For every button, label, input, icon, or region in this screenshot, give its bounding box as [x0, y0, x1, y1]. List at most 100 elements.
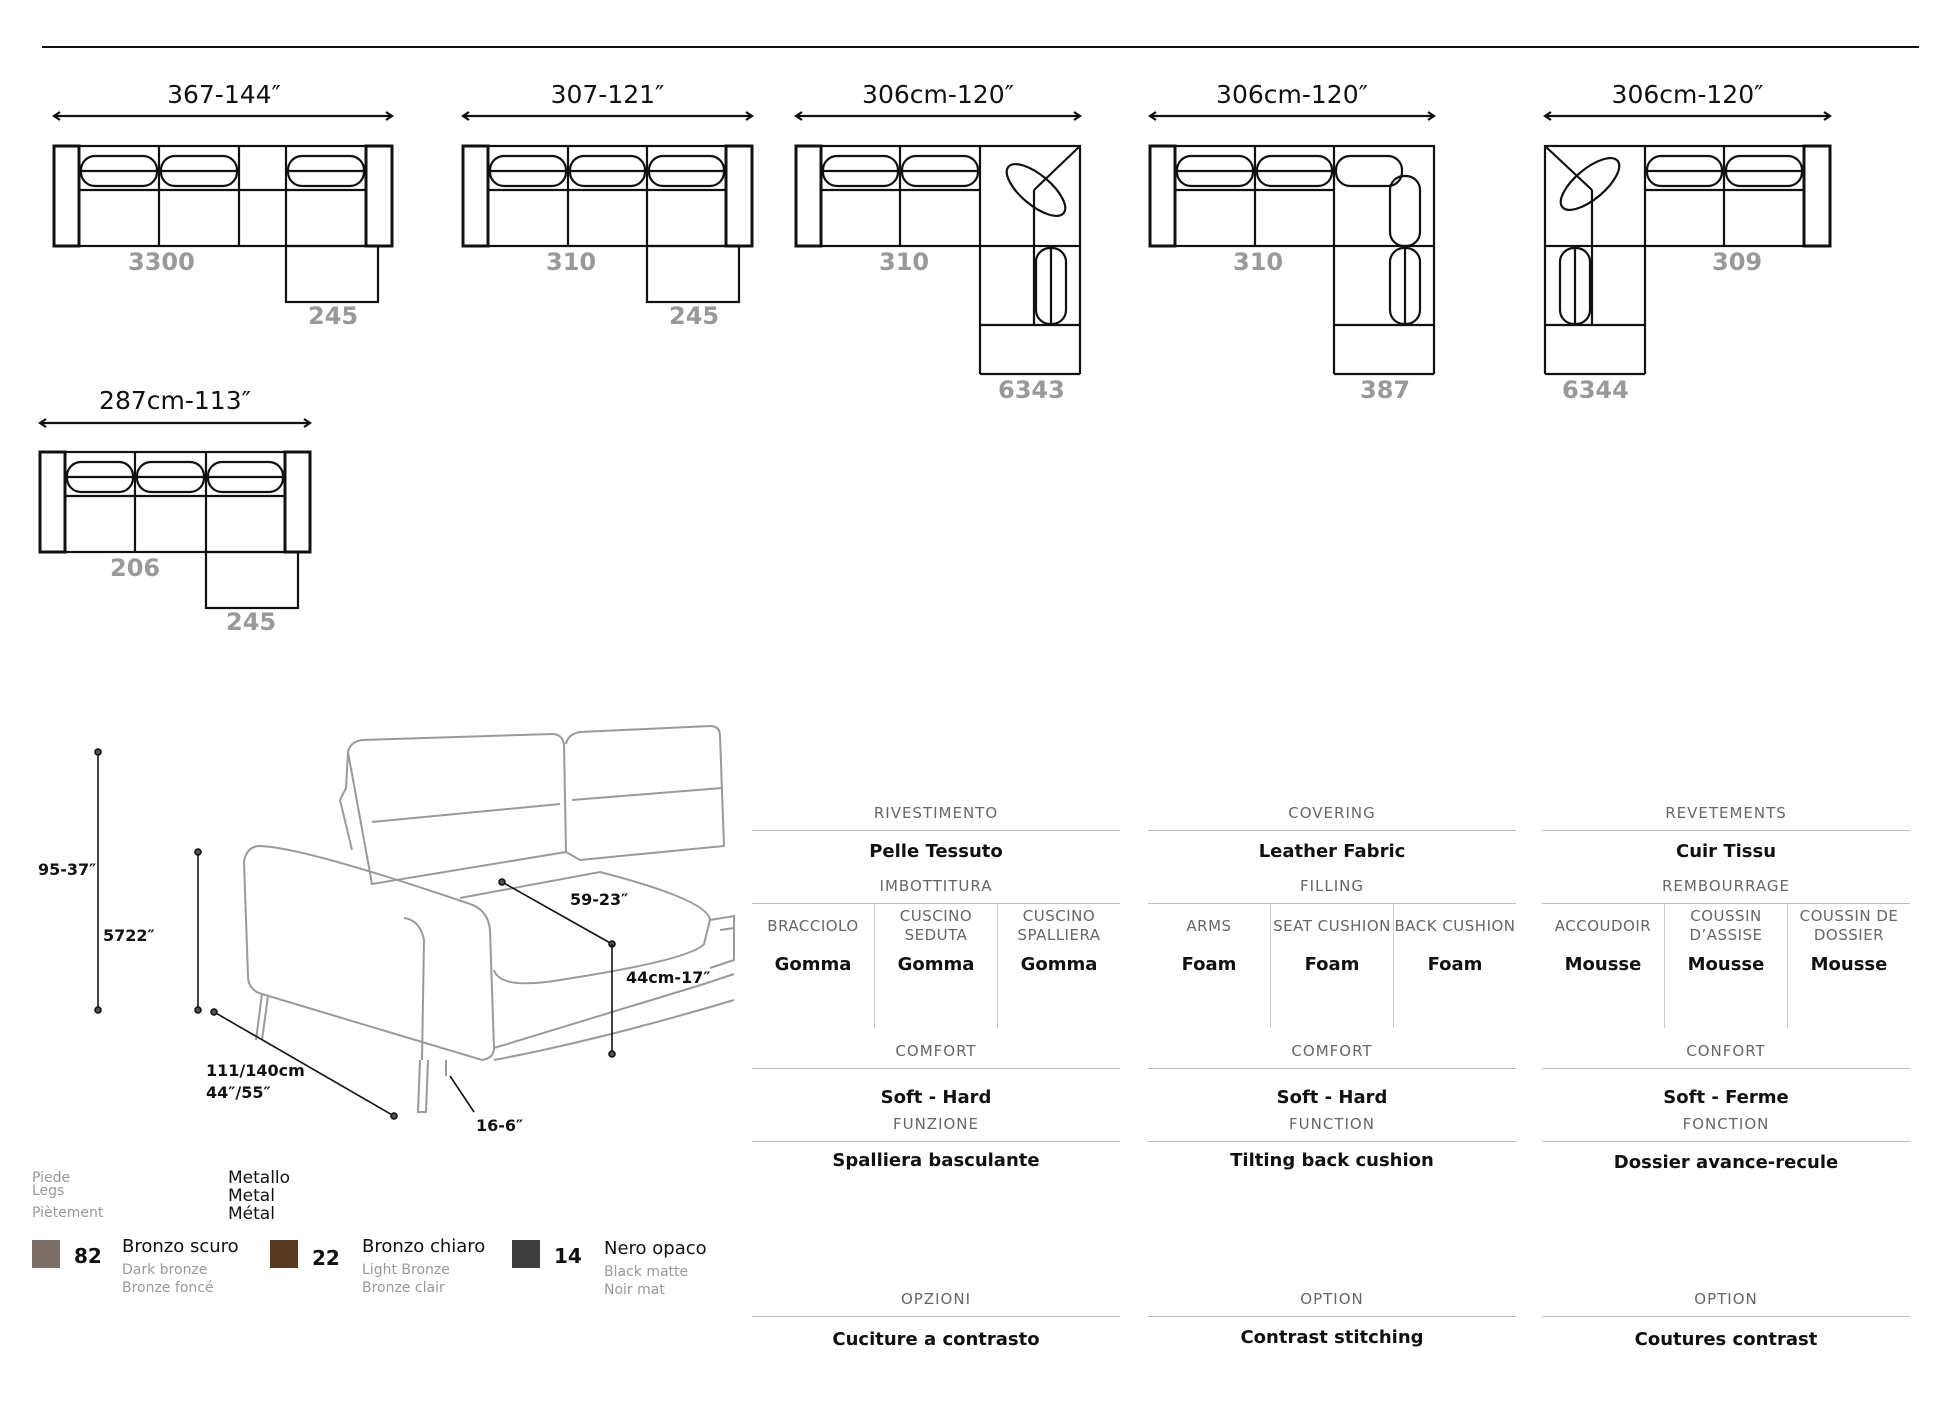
legs-label-fr: Piètement: [32, 1205, 104, 1221]
finish-swatch-22[interactable]: [270, 1240, 298, 1268]
divider: [1542, 903, 1910, 904]
dim-arm-height: 44cm-17″: [626, 968, 711, 987]
dim-seat-height: 5722″: [103, 926, 155, 945]
filling-sub-value: Mousse: [1564, 954, 1642, 975]
finish-swatch-14[interactable]: [512, 1240, 540, 1268]
config-3-width: 306cm-120″: [862, 80, 1014, 109]
legs-label-it: Piede: [32, 1170, 71, 1186]
divider: [1148, 1141, 1516, 1142]
comfort-value: Soft - Hard: [880, 1087, 992, 1108]
legs-label-en: Legs: [32, 1183, 65, 1199]
dim-seat-depth: 59-23″: [570, 890, 629, 909]
function-heading: FUNZIONE: [892, 1115, 980, 1133]
top-rule: [42, 46, 1919, 48]
comfort-heading: CONFORT: [1686, 1042, 1766, 1060]
function-heading: FONCTION: [1682, 1115, 1770, 1133]
finish-code-22: 22: [312, 1246, 340, 1270]
config-1-code-a: 3300: [128, 248, 195, 276]
spec-table-it: RIVESTIMENTO Pelle Tessuto IMBOTTITURA B…: [752, 800, 1120, 1350]
filling-sub-value: Mousse: [1810, 954, 1888, 975]
config-3-code-b: 6343: [998, 376, 1065, 404]
config-1-code-b: 245: [308, 302, 359, 330]
finish-name-82: Bronzo scuro: [122, 1236, 239, 1257]
option-heading: OPTION: [1694, 1290, 1758, 1308]
finish-swatch-82[interactable]: [32, 1240, 60, 1268]
config-4-width: 306cm-120″: [1216, 80, 1368, 109]
option-heading: OPTION: [1300, 1290, 1364, 1308]
config-3-code-a: 310: [879, 248, 930, 276]
filling-sub-heading: COUSSIN DE DOSSIER: [1799, 907, 1899, 944]
filling-heading: REMBOURRAGE: [1662, 877, 1790, 895]
finish-name-22: Bronzo chiaro: [362, 1236, 486, 1257]
option-value: Cuciture a contrasto: [832, 1329, 1040, 1350]
finish-en-14: Black matte: [604, 1264, 689, 1280]
comfort-heading: COMFORT: [1291, 1042, 1373, 1060]
dim-height: 95-37″: [38, 860, 97, 879]
filling-sub-value: Gomma: [897, 954, 975, 975]
config-5-code-b: 6344: [1562, 376, 1629, 404]
legs-material-fr: Métal: [228, 1204, 275, 1224]
finish-fr-22: Bronze clair: [362, 1280, 445, 1296]
divider: [1148, 903, 1516, 904]
comfort-value: Soft - Ferme: [1663, 1087, 1789, 1108]
finish-en-22: Light Bronze: [362, 1262, 450, 1278]
finish-code-82: 82: [74, 1244, 102, 1268]
config-1-width: 367-144″: [167, 80, 281, 109]
filling-sub-value: Mousse: [1687, 954, 1765, 975]
filling-sub-value: Gomma: [774, 954, 852, 975]
divider: [752, 1141, 1120, 1142]
filling-sub-heading: ARMS: [1186, 916, 1232, 935]
dim-leg: 16-6″: [476, 1116, 524, 1135]
filling-sub-heading: CUSCINO SPALLIERA: [1017, 907, 1101, 944]
divider: [1542, 1141, 1910, 1142]
finish-en-82: Dark bronze: [122, 1262, 208, 1278]
covering-heading: COVERING: [1288, 804, 1376, 822]
function-heading: FUNCTION: [1289, 1115, 1375, 1133]
filling-sub-heading: BRACCIOLO: [767, 916, 859, 935]
function-value: Spalliera basculante: [832, 1150, 1040, 1171]
function-value: Tilting back cushion: [1230, 1150, 1434, 1171]
filling-sub-value: Foam: [1304, 954, 1360, 975]
filling-heading: FILLING: [1299, 877, 1365, 895]
sofa-perspective-drawing: [94, 724, 735, 1120]
filling-heading: IMBOTTITURA: [879, 877, 993, 895]
option-value: Contrast stitching: [1240, 1327, 1424, 1348]
spec-table-fr: REVETEMENTS Cuir Tissu REMBOURRAGE ACCOU…: [1542, 800, 1910, 1350]
comfort-heading: COMFORT: [895, 1042, 977, 1060]
config-6-code-b: 245: [226, 608, 277, 636]
divider: [1148, 1316, 1516, 1317]
covering-value: Pelle Tessuto: [869, 841, 1003, 862]
comfort-value: Soft - Hard: [1276, 1087, 1388, 1108]
divider: [1148, 1068, 1516, 1069]
divider: [752, 830, 1120, 831]
legs-material-en: Metal: [228, 1186, 275, 1206]
config-2-code-b: 245: [669, 302, 720, 330]
config-4-code-b: 387: [1360, 376, 1411, 404]
divider: [1542, 1316, 1910, 1317]
divider: [1542, 1068, 1910, 1069]
option-value: Coutures contrast: [1634, 1329, 1818, 1350]
function-value: Dossier avance-recule: [1613, 1152, 1839, 1173]
filling-sub-value: Gomma: [1020, 954, 1098, 975]
filling-sub-heading: ACCOUDOIR: [1554, 916, 1652, 935]
divider: [1542, 830, 1910, 831]
covering-heading: REVETEMENTS: [1665, 804, 1787, 822]
filling-grid: BRACCIOLO Gomma CUSCINO SEDUTA Gomma CUSCI…: [752, 904, 1120, 1028]
finish-fr-14: Noir mat: [604, 1282, 665, 1298]
config-2-code-a: 310: [546, 248, 597, 276]
filling-sub-heading: CUSCINO SEDUTA: [899, 907, 973, 944]
filling-sub-heading: SEAT CUSHION: [1273, 916, 1391, 935]
config-6-width: 287cm-113″: [99, 386, 251, 415]
option-heading: OPZIONI: [900, 1290, 971, 1308]
finish-name-14: Nero opaco: [604, 1238, 707, 1259]
config-6-code-a: 206: [110, 554, 161, 582]
covering-heading: RIVESTIMENTO: [873, 804, 999, 822]
finish-fr-82: Bronze foncé: [122, 1280, 214, 1296]
divider: [752, 1316, 1120, 1317]
filling-sub-value: Foam: [1427, 954, 1483, 975]
covering-value: Cuir Tissu: [1675, 841, 1777, 862]
dim-depth: 111/140cm 44″/55″: [206, 1061, 305, 1102]
